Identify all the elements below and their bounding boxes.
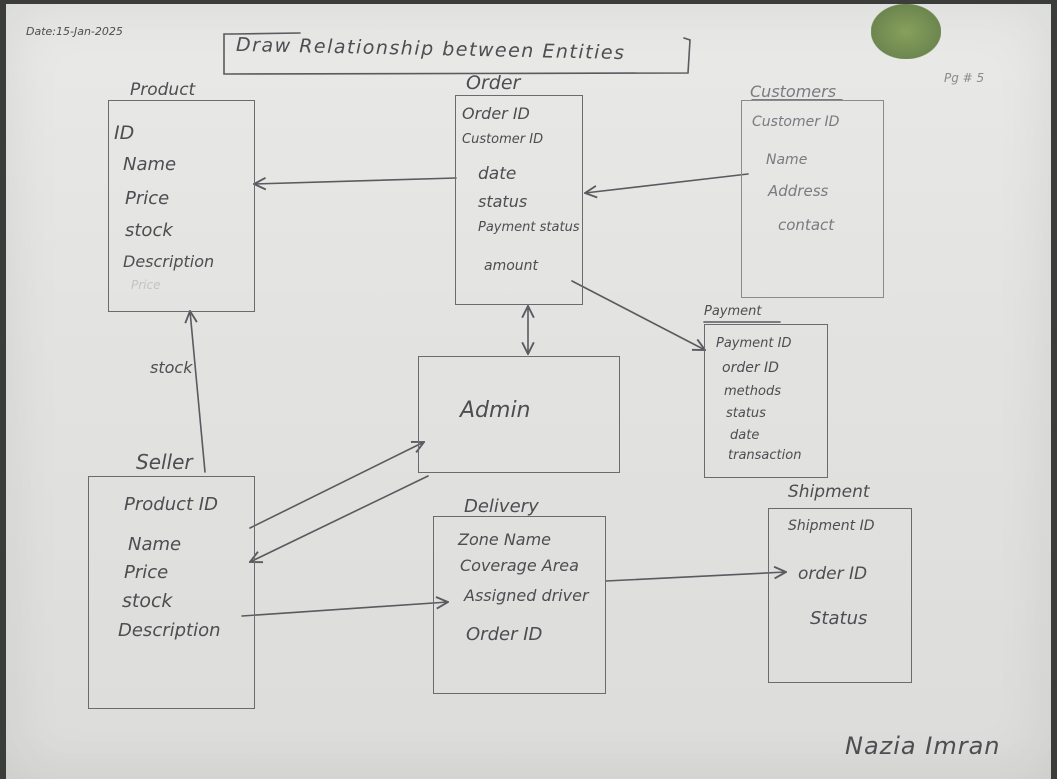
delivery-entity bbox=[433, 516, 606, 694]
seller-attr-product-id: Product ID bbox=[124, 494, 218, 515]
payment-attr-order-id: order ID bbox=[722, 360, 779, 376]
customers-attr-name: Name bbox=[766, 152, 808, 168]
admin-entity-label: Admin bbox=[460, 398, 531, 423]
order-attr-order-id: Order ID bbox=[462, 104, 530, 123]
rel-order-product bbox=[254, 178, 457, 184]
rel-seller-product bbox=[190, 311, 206, 473]
product-attr-id: ID bbox=[114, 122, 135, 144]
customers-entity bbox=[741, 100, 884, 298]
product-attr-stock: stock bbox=[125, 220, 173, 241]
payment-entity-label: Payment bbox=[704, 304, 762, 319]
rel-seller-delivery bbox=[241, 602, 448, 617]
order-entity-label: Order bbox=[466, 72, 521, 94]
shipment-entity bbox=[768, 508, 912, 683]
payment-attr-transaction: transaction bbox=[728, 448, 802, 463]
seller-attr-price: Price bbox=[124, 562, 169, 583]
customers-attr-customer-id: Customer ID bbox=[752, 114, 840, 130]
seller-entity-label: Seller bbox=[136, 450, 193, 474]
product-attr-price: Price bbox=[125, 188, 170, 209]
shipment-entity-label: Shipment bbox=[788, 482, 870, 502]
seller-attr-description: Description bbox=[118, 620, 221, 641]
order-attr-customer-id: Customer ID bbox=[462, 132, 544, 147]
product-entity bbox=[108, 100, 255, 312]
date-text: Date:15-Jan-2025 bbox=[26, 25, 123, 38]
delivery-attr-zone-name: Zone Name bbox=[458, 530, 552, 549]
admin-entity bbox=[418, 356, 620, 473]
stock-relationship-label: stock bbox=[150, 358, 193, 377]
plant-leaf bbox=[871, 4, 941, 59]
order-entity bbox=[455, 95, 583, 305]
order-attr-amount: amount bbox=[484, 258, 539, 274]
shipment-attr-shipment-id: Shipment ID bbox=[788, 518, 875, 534]
seller-attr-stock: stock bbox=[122, 590, 173, 612]
product-attr-price-erased: Price bbox=[131, 278, 161, 292]
author-signature: Nazia Imran bbox=[845, 732, 1001, 760]
rel-seller-admin bbox=[249, 442, 424, 529]
rel-delivery-shipment bbox=[605, 572, 786, 582]
delivery-attr-coverage-area: Coverage Area bbox=[460, 556, 579, 575]
delivery-attr-assigned-driver: Assigned driver bbox=[464, 586, 589, 605]
payment-attr-methods: methods bbox=[724, 384, 781, 399]
customers-attr-address: Address bbox=[768, 182, 829, 200]
rel-customers-order bbox=[585, 173, 749, 193]
shipment-attr-order-id: order ID bbox=[798, 564, 868, 584]
title-frame-top bbox=[231, 32, 301, 35]
customers-attr-contact: contact bbox=[778, 216, 835, 234]
delivery-attr-order-id: Order ID bbox=[466, 624, 543, 645]
order-attr-payment-status: Payment status bbox=[478, 220, 580, 235]
customers-entity-label: Customers bbox=[750, 82, 837, 101]
product-attr-name: Name bbox=[123, 154, 177, 175]
order-attr-date: date bbox=[478, 164, 517, 184]
title-frame bbox=[223, 33, 691, 75]
shipment-attr-status: Status bbox=[810, 608, 868, 629]
notebook-page bbox=[6, 4, 1051, 779]
payment-attr-date: date bbox=[730, 428, 760, 443]
order-attr-status: status bbox=[478, 192, 528, 211]
payment-entity bbox=[704, 324, 828, 478]
seller-entity bbox=[88, 476, 255, 709]
seller-attr-name: Name bbox=[128, 534, 182, 555]
payment-attr-status: status bbox=[726, 406, 766, 421]
payment-attr-payment-id: Payment ID bbox=[716, 336, 792, 351]
rel-admin-seller bbox=[250, 475, 429, 562]
product-attr-description: Description bbox=[123, 252, 215, 271]
page-number: Pg # 5 bbox=[944, 71, 985, 85]
rel-order-payment bbox=[571, 280, 705, 350]
product-entity-label: Product bbox=[130, 80, 196, 100]
delivery-entity-label: Delivery bbox=[464, 496, 539, 517]
